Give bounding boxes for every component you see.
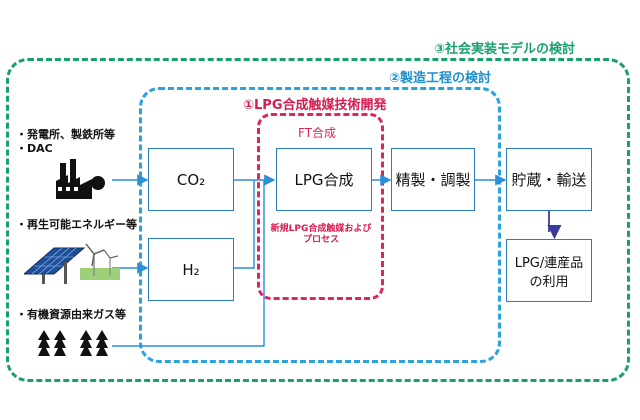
catalyst-note-line-2: プロセス (302, 235, 339, 245)
catalyst-note: 新規LPG合成触媒および プロセス (262, 224, 380, 246)
catalyst-title: ①LPG合成触媒技術開発 (243, 98, 387, 113)
process-frame (139, 87, 501, 363)
social-model-frame (6, 58, 630, 382)
refining-node: 精製・調製 (391, 148, 475, 211)
tree-icon (38, 330, 108, 356)
lpg-synthesis-node: LPG合成 (276, 148, 372, 211)
catalyst-frame (257, 113, 384, 300)
source-plants: ・発電所、製鉄所等 ・DAC (16, 128, 115, 156)
source-biomass: ・有機資源由来ガス等 (16, 308, 126, 321)
solar-panel-icon (24, 247, 86, 284)
storage-node: 貯蔵・輸送 (506, 148, 592, 211)
ft-synthesis-label: FT合成 (298, 126, 337, 140)
source-plants-label-2: ・DAC (16, 142, 53, 155)
h2-node: H₂ (148, 238, 234, 301)
use-node: LPG/連産品 の利用 (506, 239, 592, 302)
process-title: ②製造工程の検討 (389, 71, 492, 86)
social-model-title: ③社会実装モデルの検討 (434, 42, 576, 57)
catalyst-note-line-1: 新規LPG合成触媒および (270, 224, 372, 234)
source-plants-label-1: ・発電所、製鉄所等 (16, 128, 115, 141)
use-node-line-1: LPG/連産品 (514, 255, 584, 271)
use-node-line-2: の利用 (529, 274, 569, 290)
factory-icon (56, 159, 105, 199)
source-renewable: ・再生可能エネルギー等 (16, 218, 137, 231)
co2-node: CO₂ (148, 148, 234, 211)
wind-turbine-icon (80, 243, 120, 280)
